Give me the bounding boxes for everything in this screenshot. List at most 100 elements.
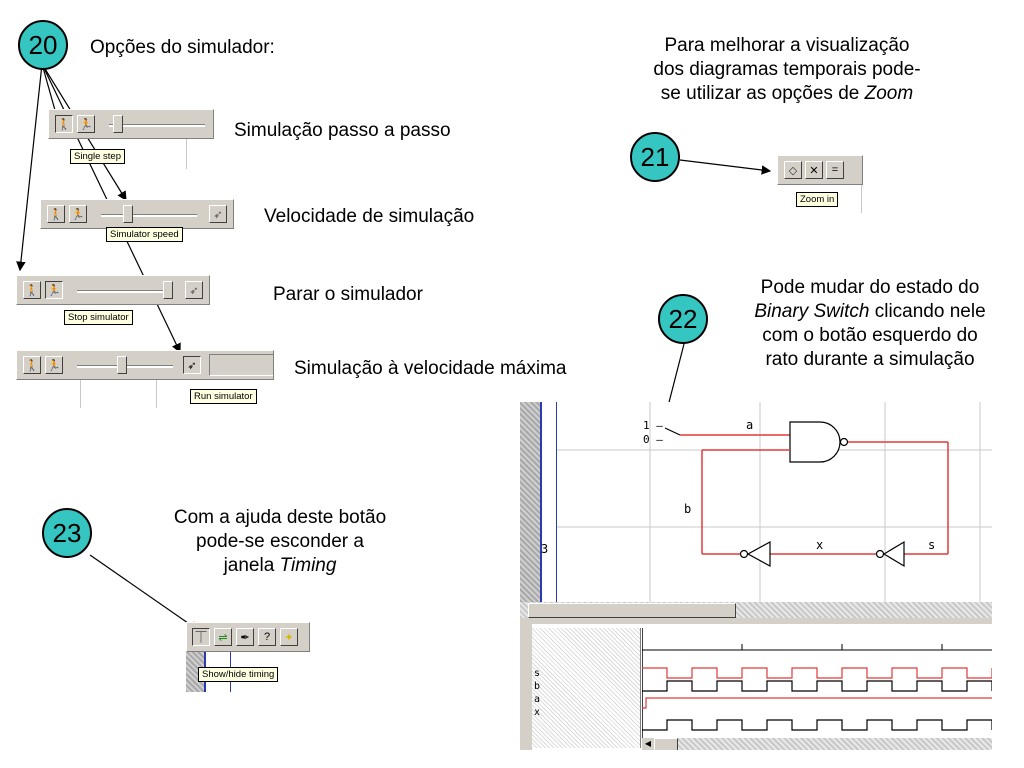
- circuit-scrollbar[interactable]: [520, 602, 992, 618]
- circuit-window: 3 1 – 0 – a b x s: [520, 402, 992, 750]
- speed-walk-button[interactable]: 🏃: [77, 115, 95, 133]
- toolbar-button-4[interactable]: ?: [258, 628, 276, 646]
- signal-name-b: b: [534, 681, 541, 692]
- tooltip-single-step: Single step: [70, 149, 126, 164]
- zoom-caption-line-3: se utilizar as opções de Zoom: [660, 83, 914, 104]
- speed-slider-thumb[interactable]: [117, 356, 127, 374]
- walking-man-icon: 🚶: [49, 208, 63, 221]
- walking-man-icon: 🚶: [25, 359, 39, 372]
- help-icon: ?: [263, 631, 271, 643]
- switch-caption-line-4: rato durante a simulação: [765, 349, 975, 370]
- timing-diagram-icon: ⏉: [195, 632, 207, 644]
- probe-icon: ✒: [240, 631, 250, 644]
- run-fast-icon: ➶: [187, 359, 197, 372]
- zoom-in-button[interactable]: ◇: [784, 161, 802, 179]
- label-b: b: [684, 502, 692, 516]
- step-number: 23: [52, 517, 82, 548]
- toolbar-gutter: [186, 652, 204, 692]
- run-button[interactable]: ➶: [185, 281, 203, 299]
- single-step-button[interactable]: 🚶: [23, 356, 41, 374]
- switch-caption-line-3: com o botão esquerdo do: [762, 325, 978, 346]
- scroll-left-button[interactable]: ◀: [642, 738, 654, 750]
- scrollbar-thumb[interactable]: [654, 738, 678, 750]
- status-field: [209, 354, 273, 376]
- signal-name-a: a: [534, 694, 541, 705]
- zoom-out-button[interactable]: ✕: [805, 161, 823, 179]
- tooltip-run-simulator: Run simulator: [190, 389, 257, 404]
- single-step-button[interactable]: 🚶: [55, 115, 73, 133]
- speed-walk-button[interactable]: 🏃: [45, 356, 63, 374]
- speed-slider-track[interactable]: [77, 290, 173, 293]
- switch-caption-line-2: Binary Switch clicando nele: [754, 301, 986, 322]
- waveform-a: [642, 697, 992, 709]
- equals-icon: =: [831, 164, 839, 176]
- running-man-icon: 🏃: [79, 118, 93, 131]
- circuit-gutter: [520, 402, 540, 602]
- speed-slider-thumb[interactable]: [113, 115, 123, 133]
- switch-state-0[interactable]: 0 –: [643, 433, 663, 446]
- simulator-toolbar-speed: 🚶 🏃 ➶: [40, 199, 234, 229]
- binary-switch-caption: Pode mudar do estado do Binary Switch cl…: [720, 276, 1020, 372]
- signal-icon: ⇌: [218, 631, 228, 644]
- show-hide-timing-button[interactable]: ⏉: [192, 628, 210, 646]
- circuit-diagram: [557, 402, 992, 602]
- speed-slider-thumb[interactable]: [163, 281, 173, 299]
- nand-gate: [789, 421, 841, 463]
- walking-man-icon: 🚶: [57, 118, 71, 131]
- bulb-icon: ✦: [284, 631, 294, 644]
- step-badge-21: 21: [630, 132, 680, 182]
- step-number: 20: [28, 29, 58, 60]
- simulator-toolbar-single-step: 🚶 🏃: [48, 109, 214, 139]
- signal-name-s: s: [534, 668, 541, 679]
- tooltip-simulator-speed: Simulator speed: [106, 227, 183, 242]
- caption-single-step: Simulação passo a passo: [234, 120, 451, 141]
- waveform-s: [642, 667, 992, 679]
- binary-switch-word: Binary Switch: [754, 301, 870, 322]
- simulator-options-caption: Opções do simulador:: [90, 37, 275, 58]
- run-button[interactable]: ➶: [209, 205, 227, 223]
- main-toolbar-fragment: ⏉ ⇌ ✒ ? ✦: [186, 622, 310, 652]
- waveform-x: [642, 719, 992, 731]
- speed-slider-thumb[interactable]: [123, 205, 133, 223]
- run-fast-icon: ➶: [189, 284, 199, 297]
- zoom-toolbar: ◇ ✕ =: [777, 155, 863, 185]
- margin-number: 3: [541, 542, 549, 556]
- step-badge-22: 22: [658, 294, 708, 344]
- label-a: a: [746, 418, 754, 432]
- inverter-1: [746, 540, 771, 568]
- timing-caption: Com a ajuda deste botão pode-se esconder…: [130, 506, 430, 578]
- timing-caption-line-2: pode-se esconder a: [196, 531, 364, 552]
- timing-scrollbar[interactable]: ◀: [642, 738, 992, 750]
- running-man-icon: 🏃: [47, 359, 61, 372]
- simulator-toolbar-run: 🚶 🏃 ➶: [16, 350, 274, 380]
- speed-walk-button[interactable]: 🏃: [69, 205, 87, 223]
- scrollbar-thumb[interactable]: [528, 603, 736, 618]
- signal-name-x: x: [534, 707, 541, 718]
- caption-simulator-speed: Velocidade de simulação: [264, 206, 475, 227]
- stop-simulator-button[interactable]: 🏃: [45, 281, 63, 299]
- waveform-b: [642, 680, 992, 692]
- speed-slider-track[interactable]: [101, 214, 197, 217]
- running-man-icon: 🏃: [47, 284, 61, 297]
- zoom-word: Zoom: [864, 83, 914, 104]
- single-step-button[interactable]: 🚶: [47, 205, 65, 223]
- toolbar-button-3[interactable]: ✒: [236, 628, 254, 646]
- speed-slider-track[interactable]: [109, 124, 205, 127]
- caption-run-simulator: Simulação à velocidade máxima: [294, 358, 567, 379]
- step-number: 21: [640, 141, 670, 172]
- single-step-button[interactable]: 🚶: [23, 281, 41, 299]
- step-badge-23: 23: [42, 508, 92, 558]
- toolbar-button-5[interactable]: ✦: [280, 628, 298, 646]
- label-x: x: [816, 538, 824, 552]
- walking-man-icon: 🚶: [25, 284, 39, 297]
- tooltip-stop-simulator: Stop simulator: [64, 310, 133, 325]
- zoom-normal-button[interactable]: =: [826, 161, 844, 179]
- zoom-caption-line-1: Para melhorar a visualização: [664, 35, 910, 56]
- zoom-caption-line-2: dos diagramas temporais pode-: [653, 59, 921, 80]
- toolbar-button-2[interactable]: ⇌: [214, 628, 232, 646]
- tooltip-show-hide-timing: Show/hide timing: [198, 667, 279, 682]
- run-simulator-button[interactable]: ➶: [183, 356, 201, 374]
- switch-state-1[interactable]: 1 –: [643, 419, 663, 432]
- caption-stop-simulator: Parar o simulador: [273, 284, 423, 305]
- zoom-caption: Para melhorar a visualização dos diagram…: [622, 34, 952, 106]
